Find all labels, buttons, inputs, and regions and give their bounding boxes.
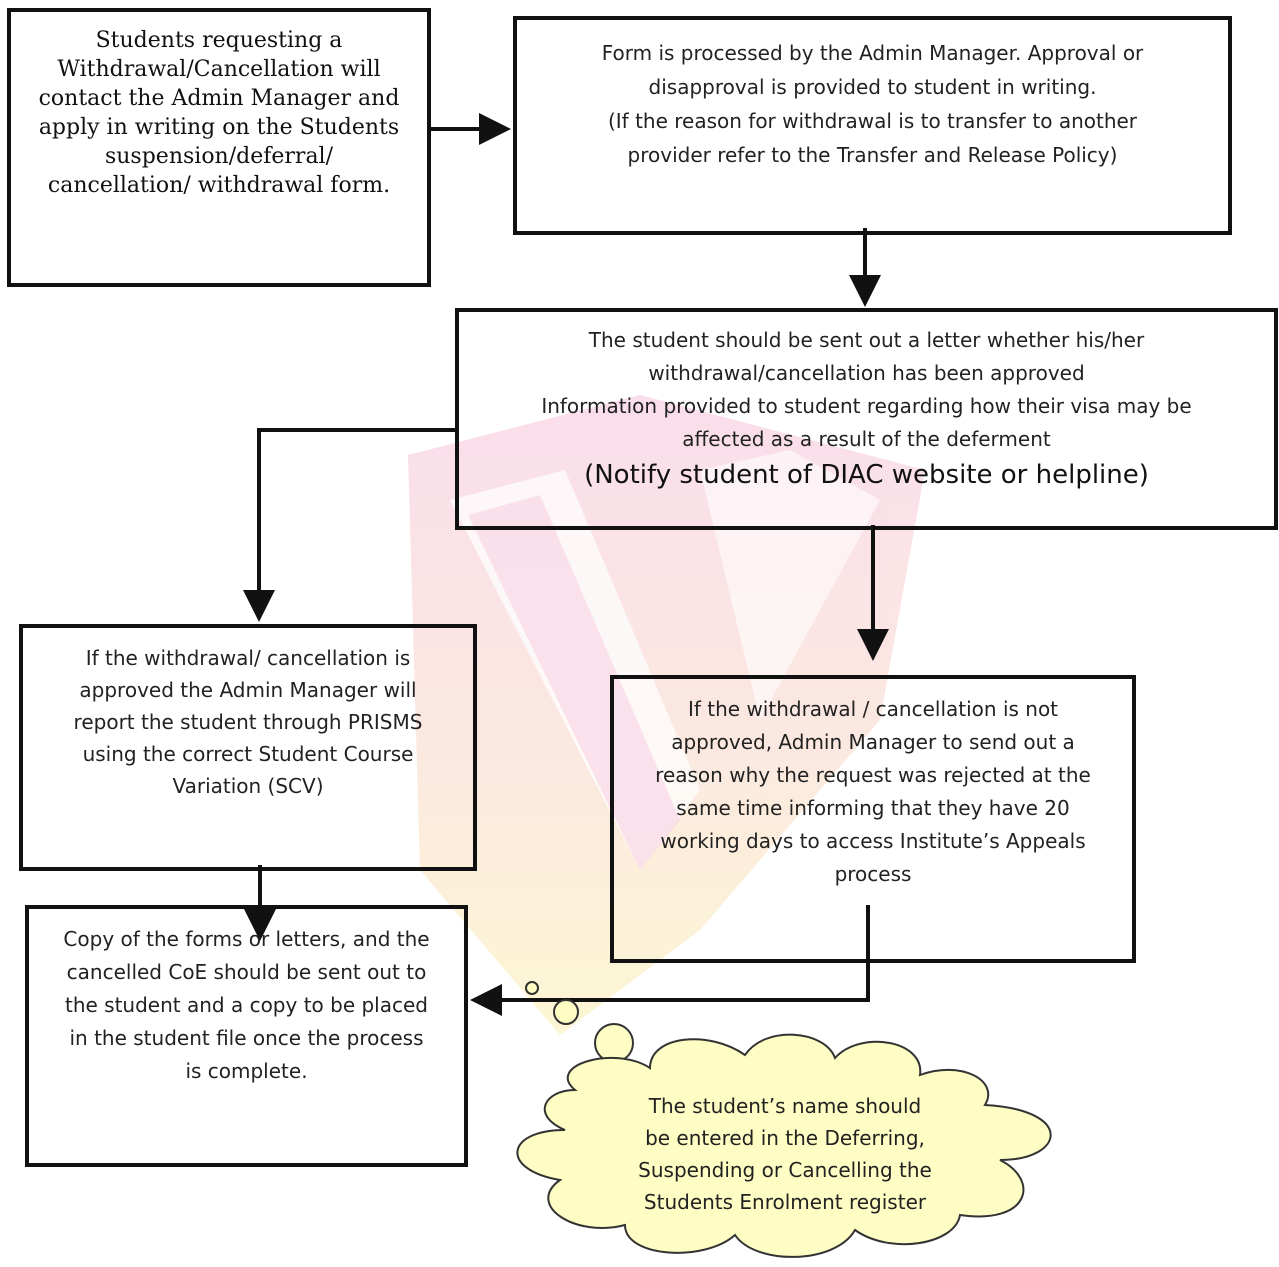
- arrow-not-approved-to-copy: [470, 905, 870, 1016]
- step-form-processed: Form is processed by the Admin Manager. …: [513, 16, 1232, 235]
- text-line: If the withdrawal/ cancellation is: [85, 646, 411, 670]
- step-copy-sent: Copy of the forms or letters, and the ca…: [25, 905, 468, 1167]
- text-line: Students requesting a: [95, 28, 343, 53]
- text-line: using the correct Student Course: [82, 742, 414, 766]
- step-request-withdrawal: Students requesting a Withdrawal/Cancell…: [7, 8, 431, 287]
- text-line: in the student file once the process: [69, 1026, 424, 1050]
- text-line: If the withdrawal / cancellation is not: [687, 697, 1059, 721]
- text-line: report the student through PRISMS: [73, 710, 423, 734]
- text-line: Copy of the forms or letters, and the: [63, 927, 430, 951]
- text-line: Withdrawal/Cancellation will: [57, 57, 381, 82]
- step-not-approved: If the withdrawal / cancellation is not …: [610, 675, 1136, 963]
- text-line: apply in writing on the Students: [38, 115, 400, 140]
- text-line: disapproval is provided to student in wr…: [648, 75, 1097, 99]
- text-line: Variation (SCV): [172, 774, 324, 798]
- text-line: working days to access Institute’s Appea…: [660, 829, 1086, 853]
- text-line: withdrawal/cancellation has been approve…: [648, 361, 1085, 385]
- text-line: (If the reason for withdrawal is to tran…: [607, 109, 1138, 133]
- text-line: the student and a copy to be placed: [64, 993, 428, 1017]
- notify-note: (Notify student of DIAC website or helpl…: [584, 460, 1149, 490]
- text-line: The student’s name should: [648, 1094, 922, 1118]
- step-letter-sent: The student should be sent out a letter …: [455, 308, 1278, 530]
- text-line: approved the Admin Manager will: [79, 678, 417, 702]
- text-line: contact the Admin Manager and: [38, 86, 400, 111]
- step-approved: If the withdrawal/ cancellation is appro…: [19, 624, 477, 871]
- text-line: process: [834, 862, 912, 886]
- text-line: approved, Admin Manager to send out a: [671, 730, 1075, 754]
- text-line: is complete.: [185, 1059, 308, 1083]
- cloud-note: The student’s name should be entered in …: [575, 1090, 995, 1218]
- text-line: Form is processed by the Admin Manager. …: [601, 41, 1144, 65]
- text-line: The student should be sent out a letter …: [588, 328, 1145, 352]
- text-line: provider refer to the Transfer and Relea…: [627, 143, 1118, 167]
- text-line: be entered in the Deferring,: [645, 1126, 925, 1150]
- text-line: reason why the request was rejected at t…: [655, 763, 1091, 787]
- text-line: same time informing that they have 20: [676, 796, 1070, 820]
- thought-cloud: [516, 981, 1052, 1258]
- text-line: affected as a result of the deferment: [682, 427, 1051, 451]
- text-line: cancelled CoE should be sent out to: [66, 960, 427, 984]
- text-line: Suspending or Cancelling the: [638, 1158, 932, 1182]
- text-line: Students Enrolment register: [643, 1190, 927, 1214]
- text-line: Information provided to student regardin…: [541, 394, 1192, 418]
- text-line: suspension/deferral/: [104, 144, 334, 169]
- arrow-letter-to-approved: [243, 428, 455, 622]
- text-line: cancellation/ withdrawal form.: [47, 173, 391, 198]
